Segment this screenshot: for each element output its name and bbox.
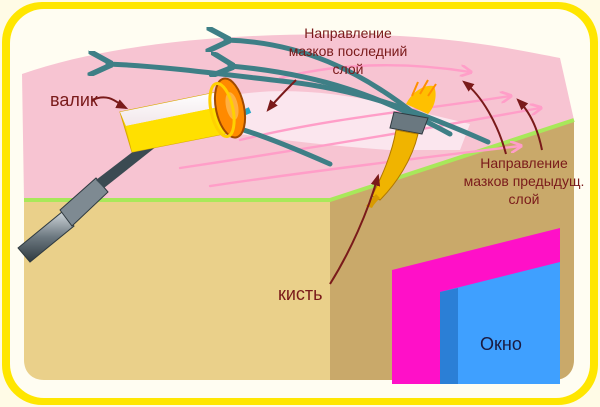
roller-pointer bbox=[91, 96, 129, 110]
prev-layer-pointer-1 bbox=[462, 80, 507, 155]
window-glass bbox=[440, 262, 560, 384]
brush-label: кисть bbox=[278, 284, 323, 304]
prev-layer-label-line3: слой bbox=[509, 191, 540, 207]
previous-layer-strokes bbox=[178, 64, 540, 188]
paint-brush-icon bbox=[366, 79, 437, 208]
prev-layer-pointer-2 bbox=[516, 98, 543, 151]
last-layer-label-line1: Направление bbox=[304, 25, 392, 41]
pointer-arrows bbox=[91, 79, 543, 285]
window bbox=[392, 228, 560, 384]
window-shade bbox=[440, 288, 458, 384]
window-label: Окно bbox=[480, 334, 522, 354]
last-layer-label-line2: мазков последний bbox=[289, 43, 408, 59]
cornice-line bbox=[24, 118, 575, 202]
last-layer-label-line3: слой bbox=[333, 61, 364, 77]
prev-layer-label-line2: мазков предыдущ. bbox=[464, 173, 585, 189]
last-layer-pointer bbox=[266, 79, 297, 112]
prev-layer-label-line1: Направление bbox=[480, 155, 568, 171]
paint-roller-icon bbox=[17, 77, 252, 263]
roller-label: валик bbox=[50, 90, 98, 110]
left-wall bbox=[24, 200, 330, 380]
brush-pointer bbox=[329, 173, 381, 285]
